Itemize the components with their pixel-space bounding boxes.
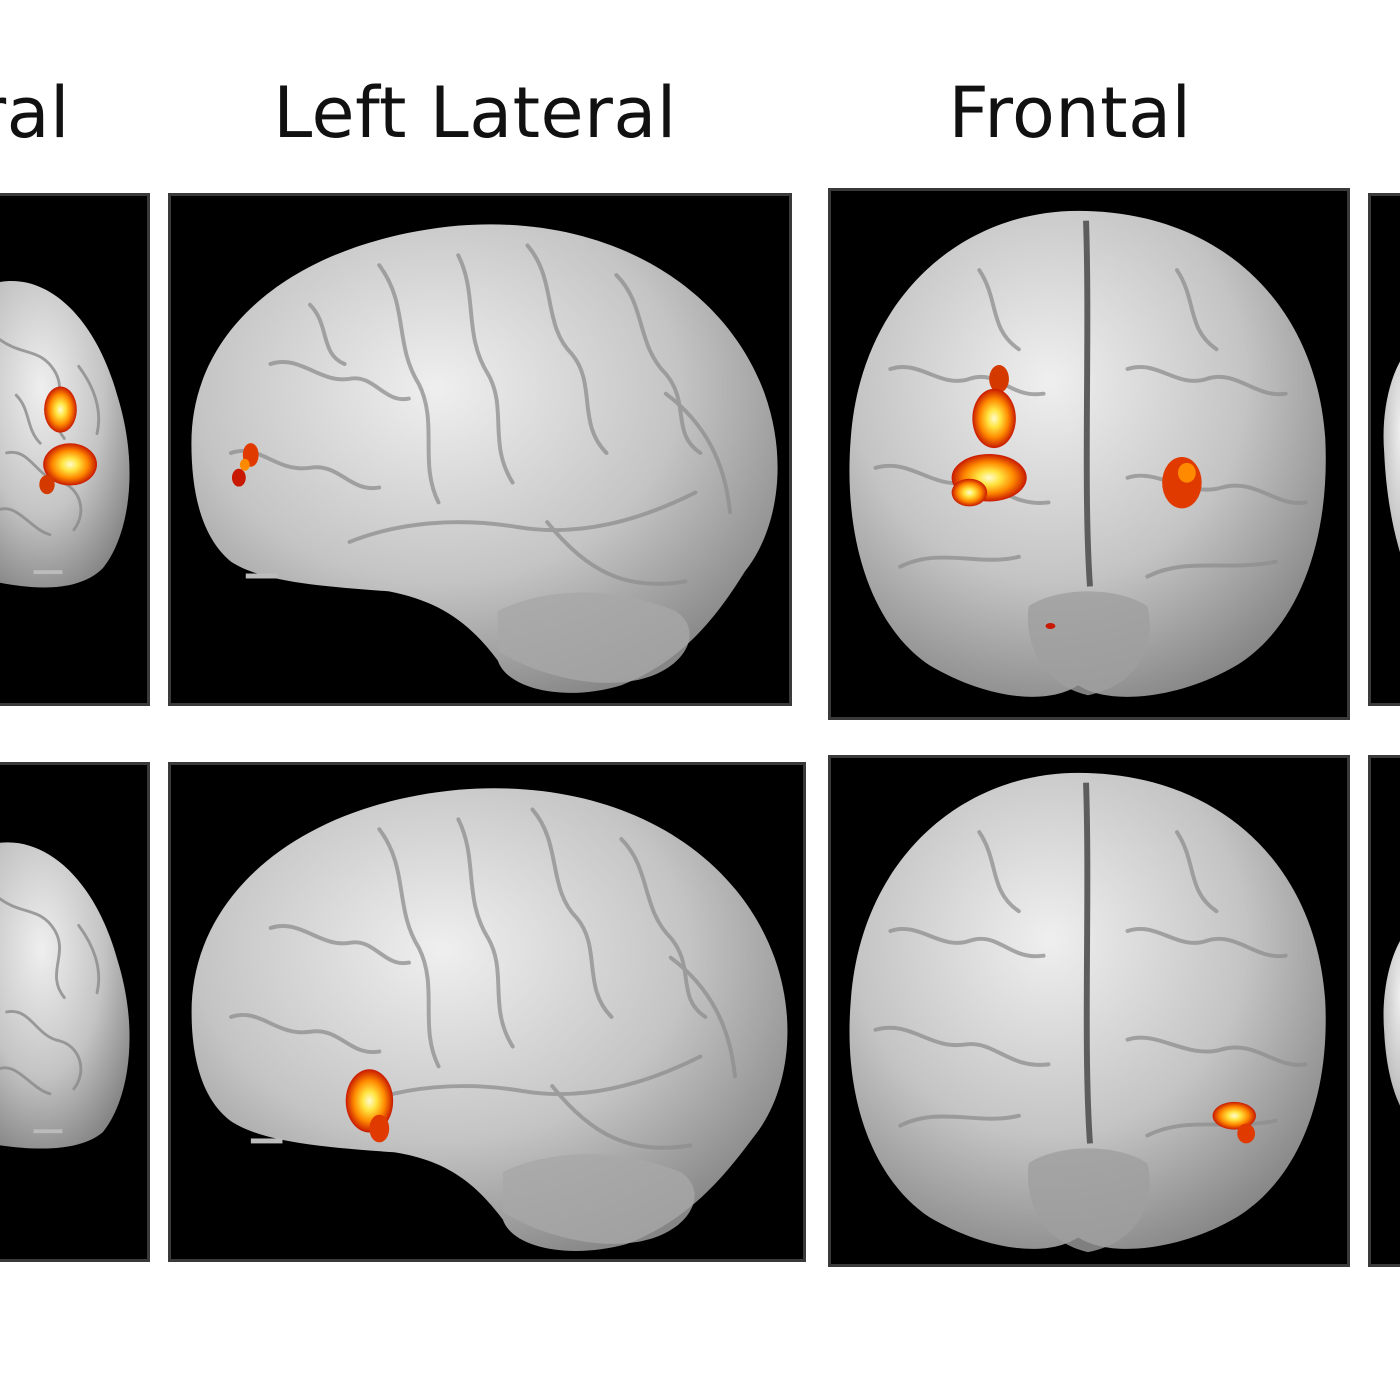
brain-panel-edge-top [1368,193,1400,706]
activation-blob [951,365,1202,629]
column-title-left-lateral: Left Lateral [273,72,677,154]
activation-blob [39,386,97,495]
brain-panel-edge-bottom [1368,755,1400,1267]
brain-image-left-lateral-top [191,224,778,693]
brain-image-edge-top [1383,361,1400,553]
brain-image-partial-bottom [0,842,130,1149]
activation-blob [231,443,259,487]
brain-panel-frontal-bottom [828,755,1350,1267]
brain-panel-frontal-top [828,188,1350,720]
brain-image-frontal-bottom [849,772,1326,1253]
brain-panel-left-lateral-top [168,193,792,706]
brain-image-left-lateral-bottom [191,788,788,1251]
brain-image-partial-top [0,281,130,588]
activation-blob [1212,1101,1257,1144]
brain-panel-partial-top [0,193,150,706]
activation-blob [345,1069,394,1143]
brain-panel-left-lateral-bottom [168,762,806,1262]
brain-image-edge-bottom [1383,941,1400,1106]
brain-panel-partial-bottom [0,762,150,1262]
brain-image-frontal-top [849,210,1326,697]
column-title-partial: ral [0,78,70,148]
column-title-frontal: Frontal [948,72,1192,154]
